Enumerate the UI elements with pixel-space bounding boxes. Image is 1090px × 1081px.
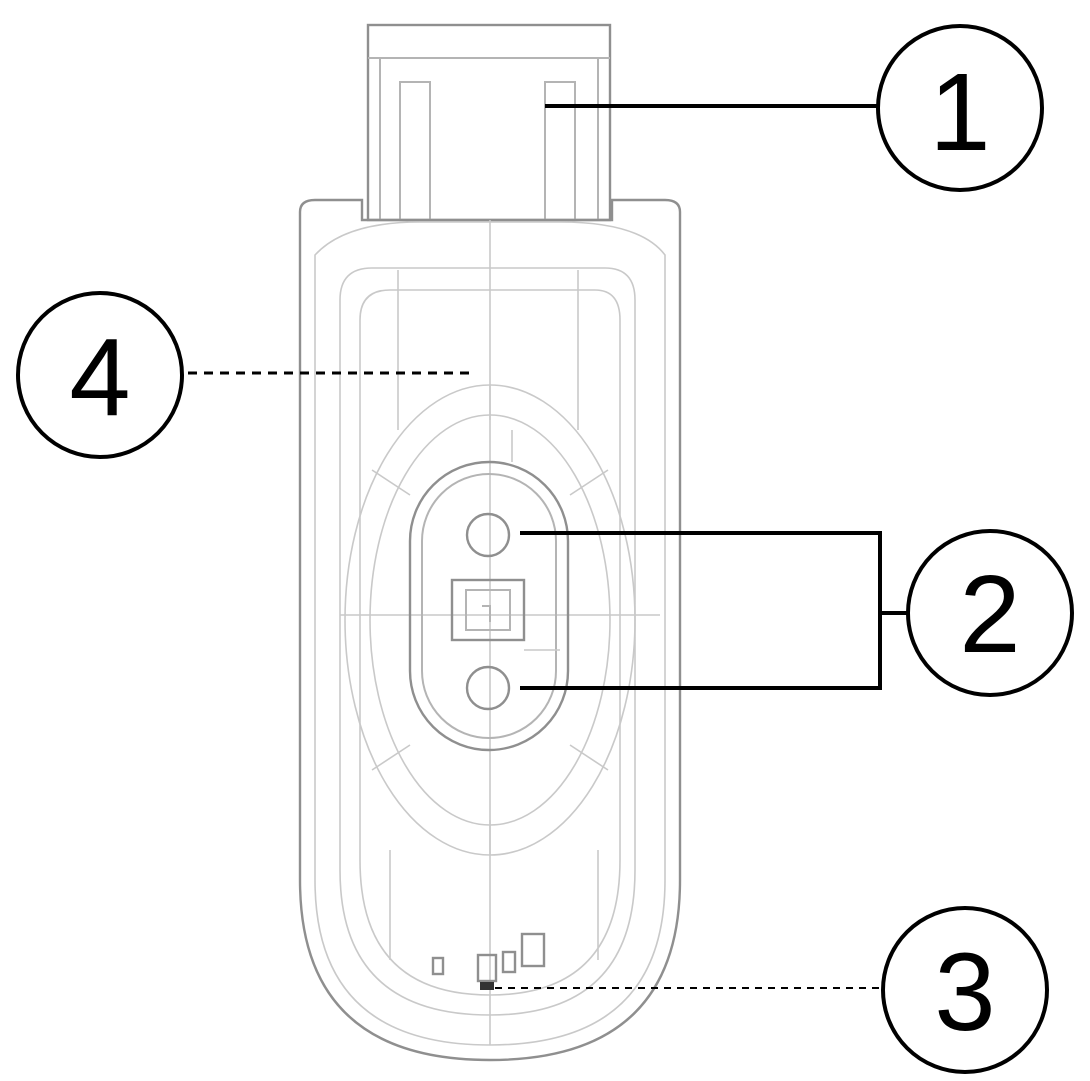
contact-window [408, 430, 570, 752]
device-body [298, 198, 682, 1062]
callout-2-label: 2 [959, 553, 1020, 676]
sensor-ring [344, 384, 636, 856]
callout-3-label: 3 [934, 931, 995, 1054]
sensor-chip [450, 578, 526, 642]
indicator-components [431, 932, 546, 990]
usb-connector [366, 23, 612, 222]
callout-4: 4 [16, 291, 472, 459]
callout-1: 1 [545, 24, 1044, 192]
callout-1-label: 1 [929, 51, 990, 174]
callout-3: 3 [495, 906, 1049, 1074]
electrode-top [465, 512, 511, 558]
callout-4-label: 4 [69, 316, 130, 439]
callout-2: 2 [520, 529, 1074, 697]
electrode-bottom [465, 665, 511, 711]
